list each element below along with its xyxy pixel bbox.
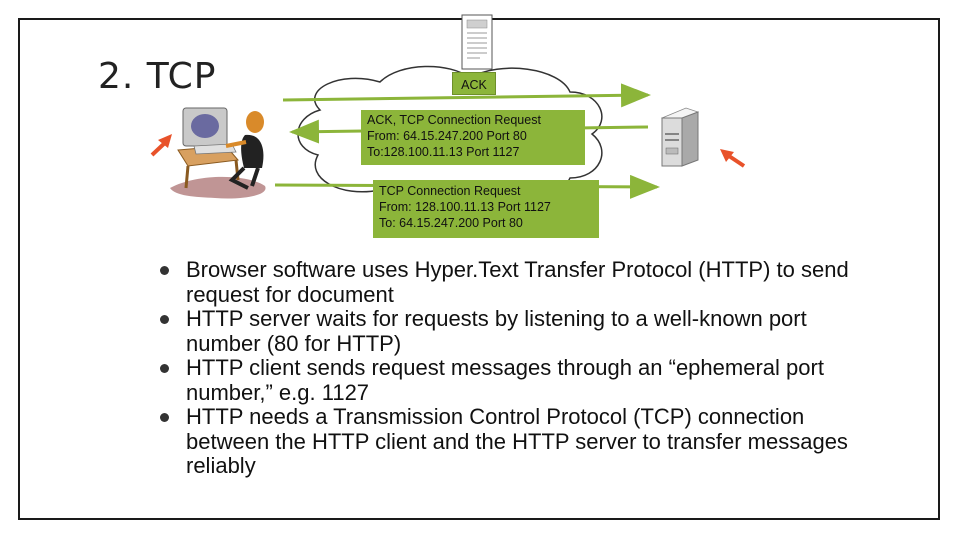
bullet-dot-icon <box>160 266 169 275</box>
ack-message-line: ACK <box>461 78 487 92</box>
syn-ack-message-line: To:128.100.11.13 Port 1127 <box>367 145 520 159</box>
syn-message-line: TCP Connection Request <box>379 184 521 198</box>
document-icon <box>461 14 493 70</box>
ack-arrow <box>282 83 651 108</box>
bullet-dot-icon <box>160 413 169 422</box>
bullet-item: Browser software uses Hyper.Text Transfe… <box>160 257 850 307</box>
slide-title: 2. TCP <box>98 56 217 97</box>
bullet-list: Browser software uses Hyper.Text Transfe… <box>160 257 850 479</box>
syn-message-box: TCP Connection Request From: 128.100.11.… <box>373 180 599 238</box>
bullet-dot-icon <box>160 364 169 373</box>
bullet-item: HTTP server waits for requests by listen… <box>160 306 850 356</box>
syn-ack-message-box: ACK, TCP Connection Request From: 64.15.… <box>361 110 585 165</box>
syn-message-line: To: 64.15.247.200 Port 80 <box>379 216 523 230</box>
bullet-item: HTTP needs a Transmission Control Protoc… <box>160 404 850 479</box>
pointer-arrow-icon <box>720 149 746 168</box>
bullet-text: Browser software uses Hyper.Text Transfe… <box>186 257 849 307</box>
ack-message-box: ACK <box>452 72 496 95</box>
person-at-computer-icon <box>170 107 266 199</box>
bullet-text: HTTP client sends request messages throu… <box>186 355 824 405</box>
syn-message-line: From: 128.100.11.13 Port 1127 <box>379 200 551 214</box>
web-server-icon <box>660 107 700 167</box>
syn-ack-message-line: ACK, TCP Connection Request <box>367 113 541 127</box>
bullet-text: HTTP needs a Transmission Control Protoc… <box>186 404 848 478</box>
bullet-dot-icon <box>160 315 169 324</box>
bullet-text: HTTP server waits for requests by listen… <box>186 306 807 356</box>
pointer-arrow-icon <box>150 134 172 157</box>
syn-ack-message-line: From: 64.15.247.200 Port 80 <box>367 129 527 143</box>
bullet-item: HTTP client sends request messages throu… <box>160 355 850 405</box>
